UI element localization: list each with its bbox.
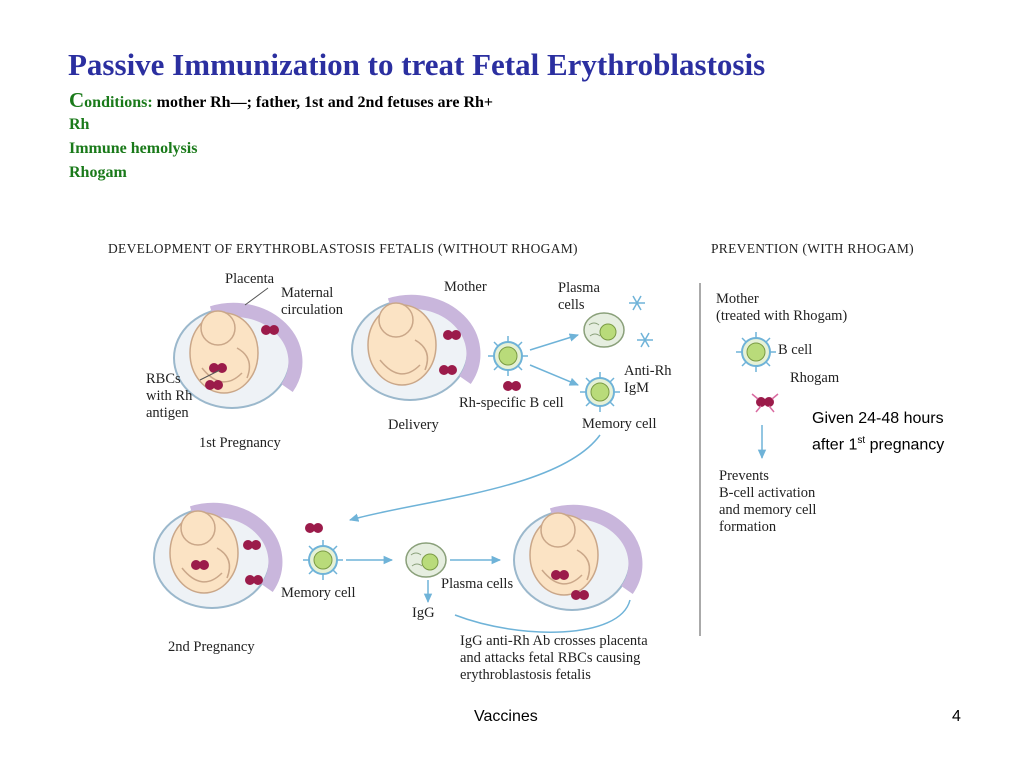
label-mother: Mother (444, 279, 487, 295)
slide-title: Passive Immunization to treat Fetal Eryt… (68, 47, 766, 82)
label-delivery: Delivery (388, 417, 439, 433)
conditions-text: mother Rh—; father, 1st and 2nd fetuses … (152, 94, 494, 111)
term-immune-hemolysis: Immune hemolysis (69, 140, 198, 157)
label-anti-rh-igm: Anti-Rh IgM (624, 363, 672, 396)
label-maternal-circulation: Maternal circulation (281, 285, 344, 318)
label-memory-cell-top: Memory cell (582, 416, 657, 432)
term-rhogam: Rhogam (69, 164, 127, 181)
label-igg: IgG (412, 605, 435, 621)
label-first-pregnancy: 1st Pregnancy (199, 435, 281, 451)
label-prevention-mother: Mother (treated with Rhogam) (716, 291, 848, 324)
plasma-cell-icon (405, 542, 447, 578)
antibody-icon (628, 295, 646, 311)
label-plasma-cells-top: Plasma cells (558, 280, 600, 313)
conditions-initial: C (69, 88, 85, 112)
memory-cell-icon (302, 539, 344, 581)
label-second-pregnancy: 2nd Pregnancy (168, 639, 255, 655)
b-cell-icon (735, 331, 777, 373)
fetus-second-pregnancy (154, 508, 275, 608)
rh-antigen-icon (503, 381, 521, 391)
conditions-line: Conditions: mother Rh—; father, 1st and … (69, 88, 493, 113)
footer-label: Vaccines (474, 708, 538, 725)
label-b-cell: B cell (778, 342, 813, 358)
label-rbcs: RBCs with Rh antigen (146, 371, 193, 421)
label-memory-cell-bottom: Memory cell (281, 585, 356, 601)
b-cell-icon (487, 335, 529, 377)
left-panel-header: DEVELOPMENT OF ERYTHROBLASTOSIS FETALIS … (108, 241, 578, 256)
term-rh: Rh (69, 116, 90, 133)
page-number: 4 (952, 708, 961, 725)
rh-antigen-icon (305, 523, 323, 533)
rhogam-timing-note: Given 24-48 hours after 1st pregnancy (812, 410, 945, 454)
fetus-delivery (352, 300, 473, 400)
conditions-label: onditions: (84, 94, 153, 111)
memory-cell-icon (579, 371, 621, 413)
plasma-cell-icon (583, 312, 625, 348)
label-placenta: Placenta (225, 271, 275, 287)
rhogam-icon (751, 393, 779, 413)
label-igg-caption: IgG anti-Rh Ab crosses placenta and atta… (460, 633, 648, 683)
label-plasma-cells-bottom: Plasma cells (441, 576, 514, 592)
label-rhogam: Rhogam (790, 370, 840, 386)
label-rh-specific-b-cell: Rh-specific B cell (459, 395, 564, 411)
label-prevents: Prevents B-cell activation and memory ce… (719, 468, 817, 535)
right-panel-header: PREVENTION (WITH RHOGAM) (711, 241, 914, 256)
antibody-icon (636, 332, 654, 348)
